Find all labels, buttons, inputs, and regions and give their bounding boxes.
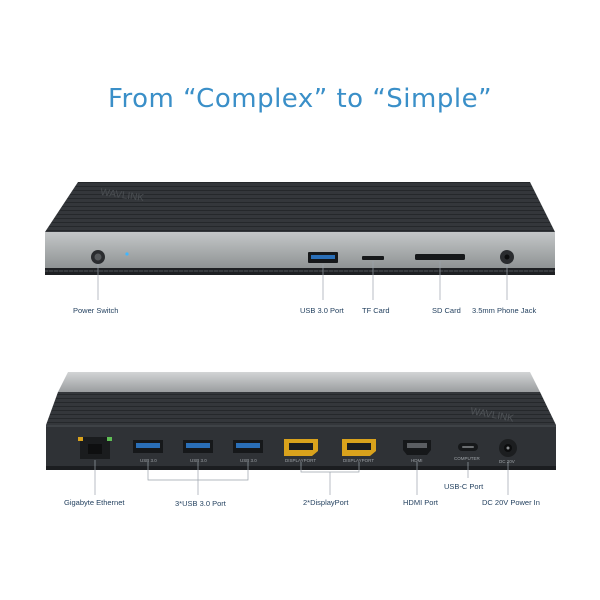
- label-usb-c: USB-C Port: [444, 482, 484, 491]
- usb-3-caption: USB 3.0: [240, 458, 257, 463]
- usb-port-back-1[interactable]: [133, 440, 163, 453]
- displayport-2[interactable]: [342, 439, 376, 456]
- usb-port-back-2[interactable]: [183, 440, 213, 453]
- dc-caption: DC 20V: [499, 459, 515, 464]
- label-ethernet: Gigabyte Ethernet: [64, 498, 125, 507]
- label-hdmi: HDMI Port: [403, 498, 439, 507]
- back-device: WAVLINK: [46, 372, 556, 470]
- label-power-switch: Power Switch: [73, 306, 119, 315]
- hdmi-port[interactable]: [403, 440, 431, 455]
- label-dc-power: DC 20V Power In: [482, 498, 540, 507]
- label-usb-port: USB 3.0 Port: [300, 306, 344, 315]
- dp-2-caption: DISPLAYPORT: [343, 458, 375, 463]
- power-led-icon: [125, 252, 129, 256]
- label-sd-card: SD Card: [432, 306, 461, 315]
- usb-2-caption: USB 3.0: [190, 458, 207, 463]
- hdmi-caption: HDMI: [411, 458, 423, 463]
- sd-card-slot[interactable]: [415, 254, 465, 260]
- usb-port-back-3[interactable]: [233, 440, 263, 453]
- displayport-1[interactable]: [284, 439, 318, 456]
- front-leader-lines: [97, 261, 508, 300]
- label-displayport: 2*DisplayPort: [303, 498, 349, 507]
- label-phone-jack: 3.5mm Phone Jack: [472, 306, 537, 315]
- headline-title: From “Complex” to “Simple”: [107, 84, 493, 114]
- tf-card-slot[interactable]: [362, 256, 384, 260]
- label-usb-ports: 3*USB 3.0 Port: [175, 499, 226, 508]
- label-tf-card: TF Card: [362, 306, 390, 315]
- usb-1-caption: USB 3.0: [140, 458, 157, 463]
- back-leader-lines: [94, 460, 509, 495]
- usb-c-caption: COMPUTER: [454, 456, 480, 461]
- dp-1-caption: DISPLAYPORT: [285, 458, 317, 463]
- front-device: WAVLINK: [45, 182, 555, 275]
